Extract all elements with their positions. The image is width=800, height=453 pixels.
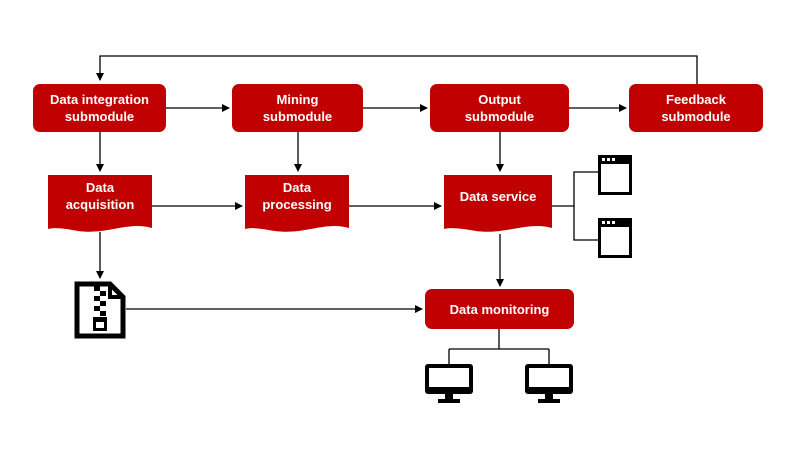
data-integration-submodule-box: Data integration submodule xyxy=(33,84,166,132)
feedback-submodule-box: Feedback submodule xyxy=(629,84,763,132)
desktop-monitor-icon xyxy=(425,364,473,403)
data-processing-box: Data processing xyxy=(245,175,349,232)
data-acquisition-label: Data acquisition xyxy=(65,180,135,212)
browser-window-icon xyxy=(598,155,632,195)
zip-file-icon xyxy=(74,281,126,339)
browser-window-icon xyxy=(598,218,632,258)
data-acquisition-box: Data acquisition xyxy=(48,175,152,232)
data-monitoring-box: Data monitoring xyxy=(425,289,574,329)
mining-submodule-box: Mining submodule xyxy=(232,84,363,132)
data-monitoring-label: Data monitoring xyxy=(449,301,550,317)
mining-submodule-label: Mining submodule xyxy=(262,92,333,124)
feedback-loop-arrow xyxy=(96,55,698,84)
output-submodule-label: Output submodule xyxy=(464,92,535,124)
service-to-window-bottom-line xyxy=(573,206,598,241)
document-wave-shape xyxy=(245,223,349,232)
data-processing-label: Data processing xyxy=(262,180,332,212)
service-to-window-top-line xyxy=(573,171,598,206)
data-integration-submodule-label: Data integration submodule xyxy=(50,92,149,124)
feedback-submodule-label: Feedback submodule xyxy=(661,92,731,124)
desktop-monitor-icon xyxy=(525,364,573,403)
output-submodule-box: Output submodule xyxy=(430,84,569,132)
data-service-box: Data service xyxy=(444,175,552,232)
document-wave-shape xyxy=(48,223,152,232)
data-service-label: Data service xyxy=(459,188,537,204)
document-wave-shape xyxy=(444,223,552,232)
